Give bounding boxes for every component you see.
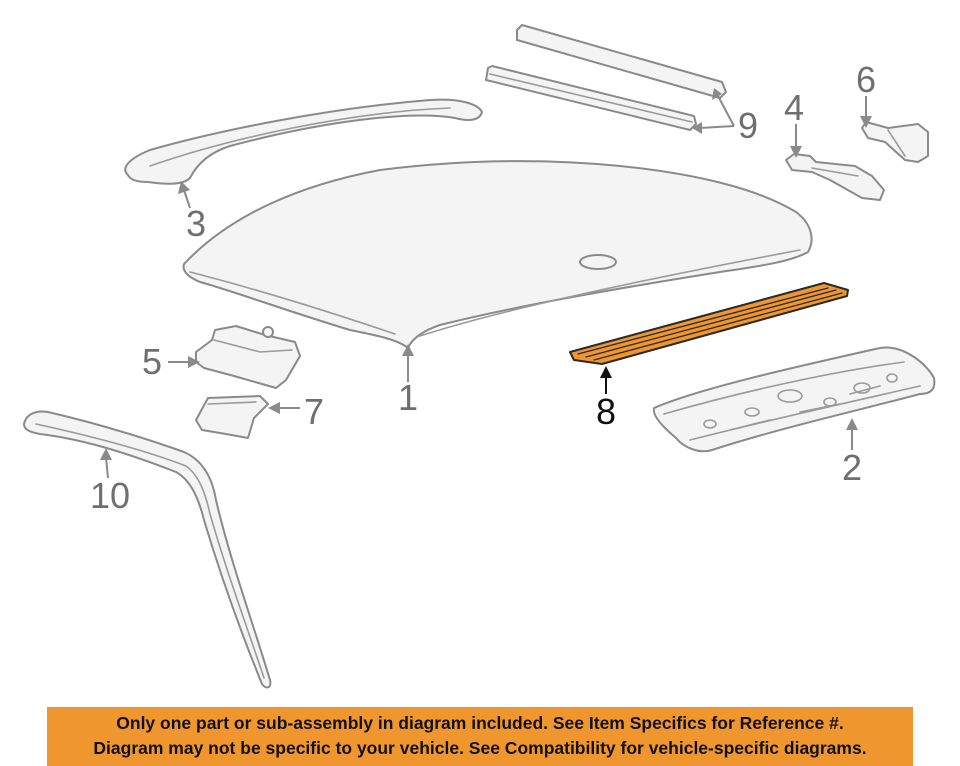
disclaimer-banner: Only one part or sub-assembly in diagram… xyxy=(47,707,913,766)
part-9-roof-moldings xyxy=(485,24,727,131)
part-7-bracket xyxy=(195,395,269,439)
part-1-roof-panel xyxy=(182,160,813,349)
callout-arrows xyxy=(100,88,872,479)
part-4-bracket xyxy=(785,153,885,201)
callout-9: 9 xyxy=(738,105,758,146)
callout-1: 1 xyxy=(398,377,418,418)
callout-10: 10 xyxy=(90,475,130,516)
callout-6: 6 xyxy=(856,59,876,100)
callout-7: 7 xyxy=(304,391,324,432)
part-8-highlighted-strip xyxy=(569,282,849,365)
callout-4: 4 xyxy=(784,87,804,128)
part-10-pillar-molding xyxy=(23,410,272,689)
parts-diagram: 1 2 3 4 5 6 7 8 9 10 xyxy=(23,24,936,689)
part-3-front-header-rail xyxy=(124,98,483,185)
callout-3: 3 xyxy=(186,203,206,244)
callout-8: 8 xyxy=(596,391,616,432)
part-2-rear-header-panel xyxy=(652,346,936,453)
part-6-bracket xyxy=(861,121,929,163)
part-5-bracket xyxy=(195,325,301,389)
disclaimer-line-2: Diagram may not be specific to your vehi… xyxy=(93,738,867,758)
callout-5: 5 xyxy=(142,341,162,382)
callout-2: 2 xyxy=(842,447,862,488)
disclaimer-line-1: Only one part or sub-assembly in diagram… xyxy=(116,713,844,733)
